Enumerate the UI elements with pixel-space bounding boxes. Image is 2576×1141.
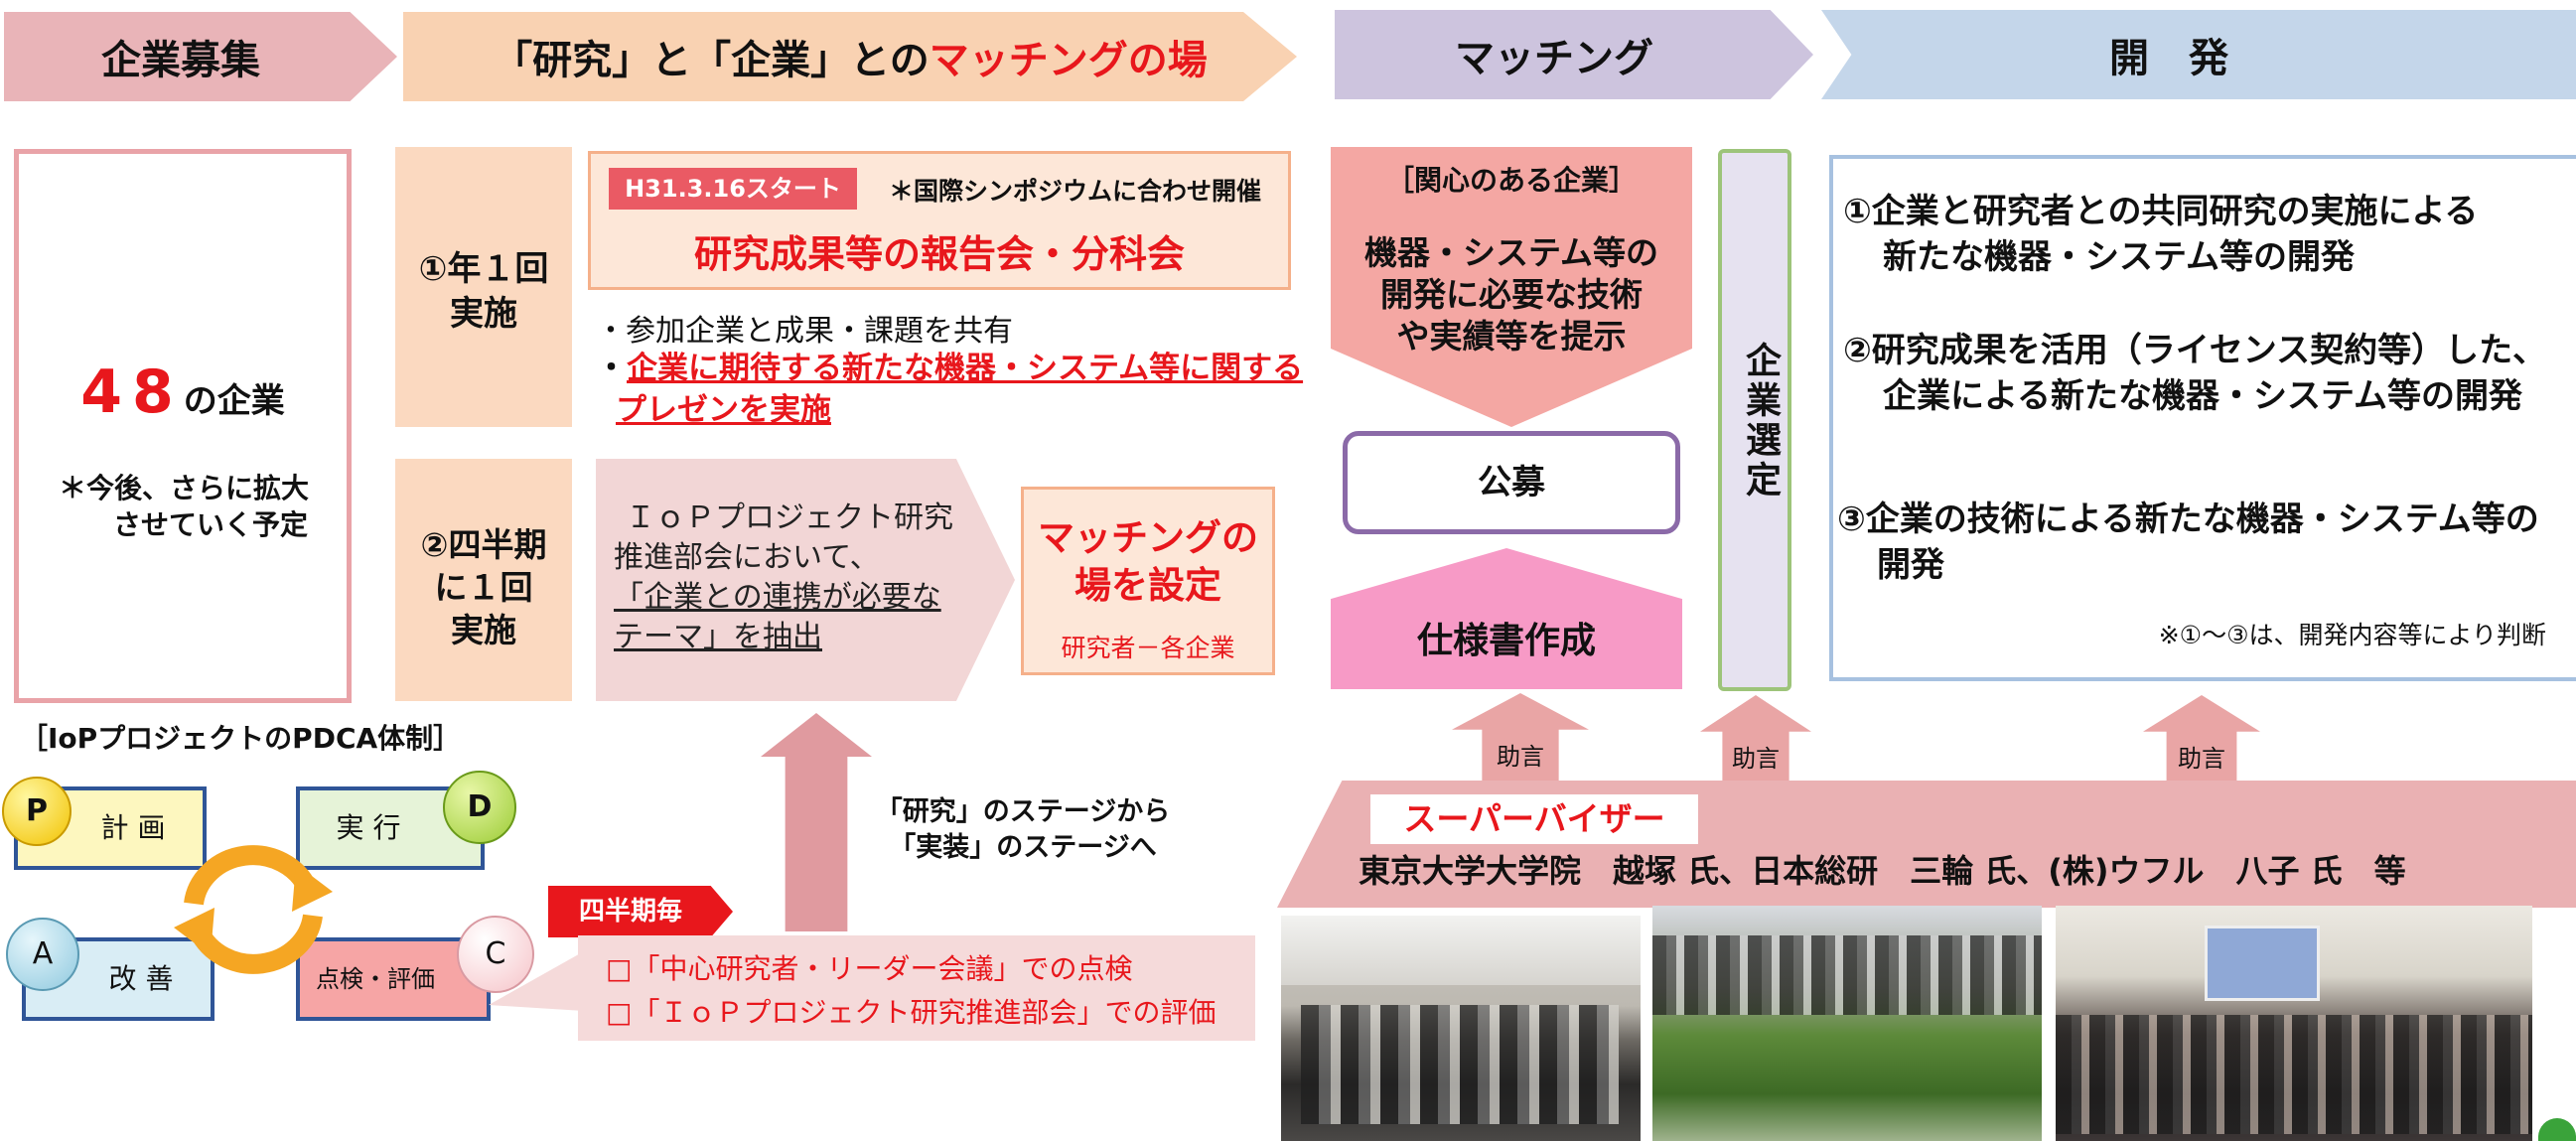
pdca-c-circle: C: [457, 916, 534, 993]
annual-label-2: 実施: [450, 294, 517, 334]
advice-label-1: 助言: [1497, 743, 1544, 771]
leaf-logo-icon: [2538, 1118, 2576, 1141]
quarterly-arrow-box: [596, 459, 1015, 701]
meeting-photo-1: [1281, 916, 1641, 1141]
advice-label-2: 助言: [1732, 745, 1780, 773]
recruit-box: 48の企業 ＊今後、さらに拡大 させていく予定: [14, 149, 352, 703]
advice-arrow-2: 助言: [1700, 695, 1811, 786]
check-callout: □「中心研究者・リーダー会議」での点検 □「ＩｏＰプロジェクト研究推進部会」での…: [578, 935, 1255, 1041]
stage-matching-place: 「研究」と「企業」とのマッチングの場: [403, 12, 1297, 101]
stage-matching: マッチング: [1335, 10, 1813, 99]
stage-matching-place-prefix: 「研究」と「企業」との: [493, 38, 930, 83]
dev-item-1: ①企業と研究者との共同研究の実施による 新たな機器・システム等の開発: [1843, 192, 2479, 277]
interested-header: ［関心のある企業］: [1385, 164, 1637, 197]
advice-label-3: 助言: [2178, 745, 2225, 773]
dev-note: ※①～③は、開発内容等により判断: [2158, 621, 2546, 649]
supervisor-label: スーパーバイザー: [1370, 794, 1698, 844]
quarterly-tag: 四半期毎: [548, 886, 733, 937]
stage-development: 開 発: [1821, 10, 2576, 99]
pdca-a-circle: A: [6, 918, 79, 991]
quarterly-text: ＩｏＰプロジェクト研究 推進部会において、 「企業との連携が必要な テーマ」を抽…: [614, 500, 953, 654]
matching-set-2: 場を設定: [1074, 564, 1221, 607]
pdca-title: ［IoPプロジェクトのPDCA体制］: [20, 722, 462, 755]
stage-matching-place-highlight: マッチングの場: [929, 38, 1208, 83]
development-box: ①企業と研究者との共同研究の実施による 新たな機器・システム等の開発 ②研究成果…: [1829, 155, 2576, 681]
greenhouse-photo: [1652, 906, 2042, 1141]
spec-pentagon: 仕様書作成: [1331, 548, 1682, 689]
company-count: 48の企業: [80, 357, 285, 427]
check-line-2: □「ＩｏＰプロジェクト研究推進部会」での評価: [606, 996, 1216, 1029]
recruit-note-2: させていく予定: [113, 508, 309, 541]
selection-label: 企業選定: [1740, 342, 1781, 500]
annual-bullet-2: ・企業に期待する新たな機器・システム等に関する プレゼンを実施: [596, 351, 1304, 428]
annual-bullet-1: ・参加企業と成果・課題を共有: [596, 314, 1013, 349]
advice-arrow-1: 助言: [1452, 693, 1589, 784]
quarterly-label-2: に１回: [434, 568, 533, 607]
pdca-cycle-icon: [174, 845, 333, 974]
supervisor-names: 東京大学大学院 越塚 氏、日本総研 三輪 氏、(株)ウフル 八子 氏 等: [1359, 852, 2406, 890]
interested-line-2: 開発に必要な技術: [1380, 275, 1643, 314]
public-offer-box: 公募: [1343, 431, 1680, 534]
pdca-d-circle: D: [443, 771, 516, 844]
matching-set-box: マッチングの 場を設定 研究者－各企業: [1021, 487, 1275, 675]
selection-box: 企業選定: [1718, 149, 1791, 691]
seminar-photo: [2056, 906, 2532, 1141]
recruit-note-1: ＊今後、さらに拡大: [59, 472, 310, 504]
annual-label-1: ①年１回: [418, 249, 549, 289]
annual-label-box: ①年１回 実施: [395, 147, 572, 427]
advice-arrow-3: 助言: [2143, 695, 2260, 786]
matching-set-sub: 研究者－各企業: [1061, 634, 1235, 662]
dev-item-3: ③企業の技術による新たな機器・システム等の 開発: [1837, 499, 2539, 585]
interested-line-1: 機器・システム等の: [1363, 233, 1658, 272]
pdca-p-circle: P: [2, 777, 72, 846]
quarterly-label-box: ②四半期 に１回 実施: [395, 459, 572, 701]
matching-set-1: マッチングの: [1038, 516, 1258, 559]
symposium-note: ＊国際シンポジウムに合わせ開催: [889, 177, 1262, 206]
quarterly-label-1: ②四半期: [420, 525, 547, 564]
spec-label: 仕様書作成: [1416, 621, 1596, 661]
check-line-1: □「中心研究者・リーダー会議」での点検: [606, 952, 1133, 985]
start-badge: H31.3.16スタート: [609, 168, 857, 210]
interested-line-3: や実績等を提示: [1396, 317, 1627, 356]
dev-item-2: ②研究成果を活用（ライセンス契約等）した、 企業による新たな機器・システム等の開…: [1843, 331, 2547, 416]
stage-up-arrow: [761, 713, 872, 931]
annual-report-box: H31.3.16スタート ＊国際シンポジウムに合わせ開催 研究成果等の報告会・分…: [588, 151, 1291, 290]
stage-recruit: 企業募集: [4, 12, 397, 101]
interested-companies-pentagon: ［関心のある企業］ 機器・システム等の 開発に必要な技術 や実績等を提示: [1331, 147, 1692, 427]
stage-arrow-text: 「研究」のステージから 「実装」のステージへ: [875, 796, 1171, 863]
quarterly-label-3: 実施: [451, 611, 516, 649]
report-title: 研究成果等の報告会・分科会: [693, 232, 1185, 276]
